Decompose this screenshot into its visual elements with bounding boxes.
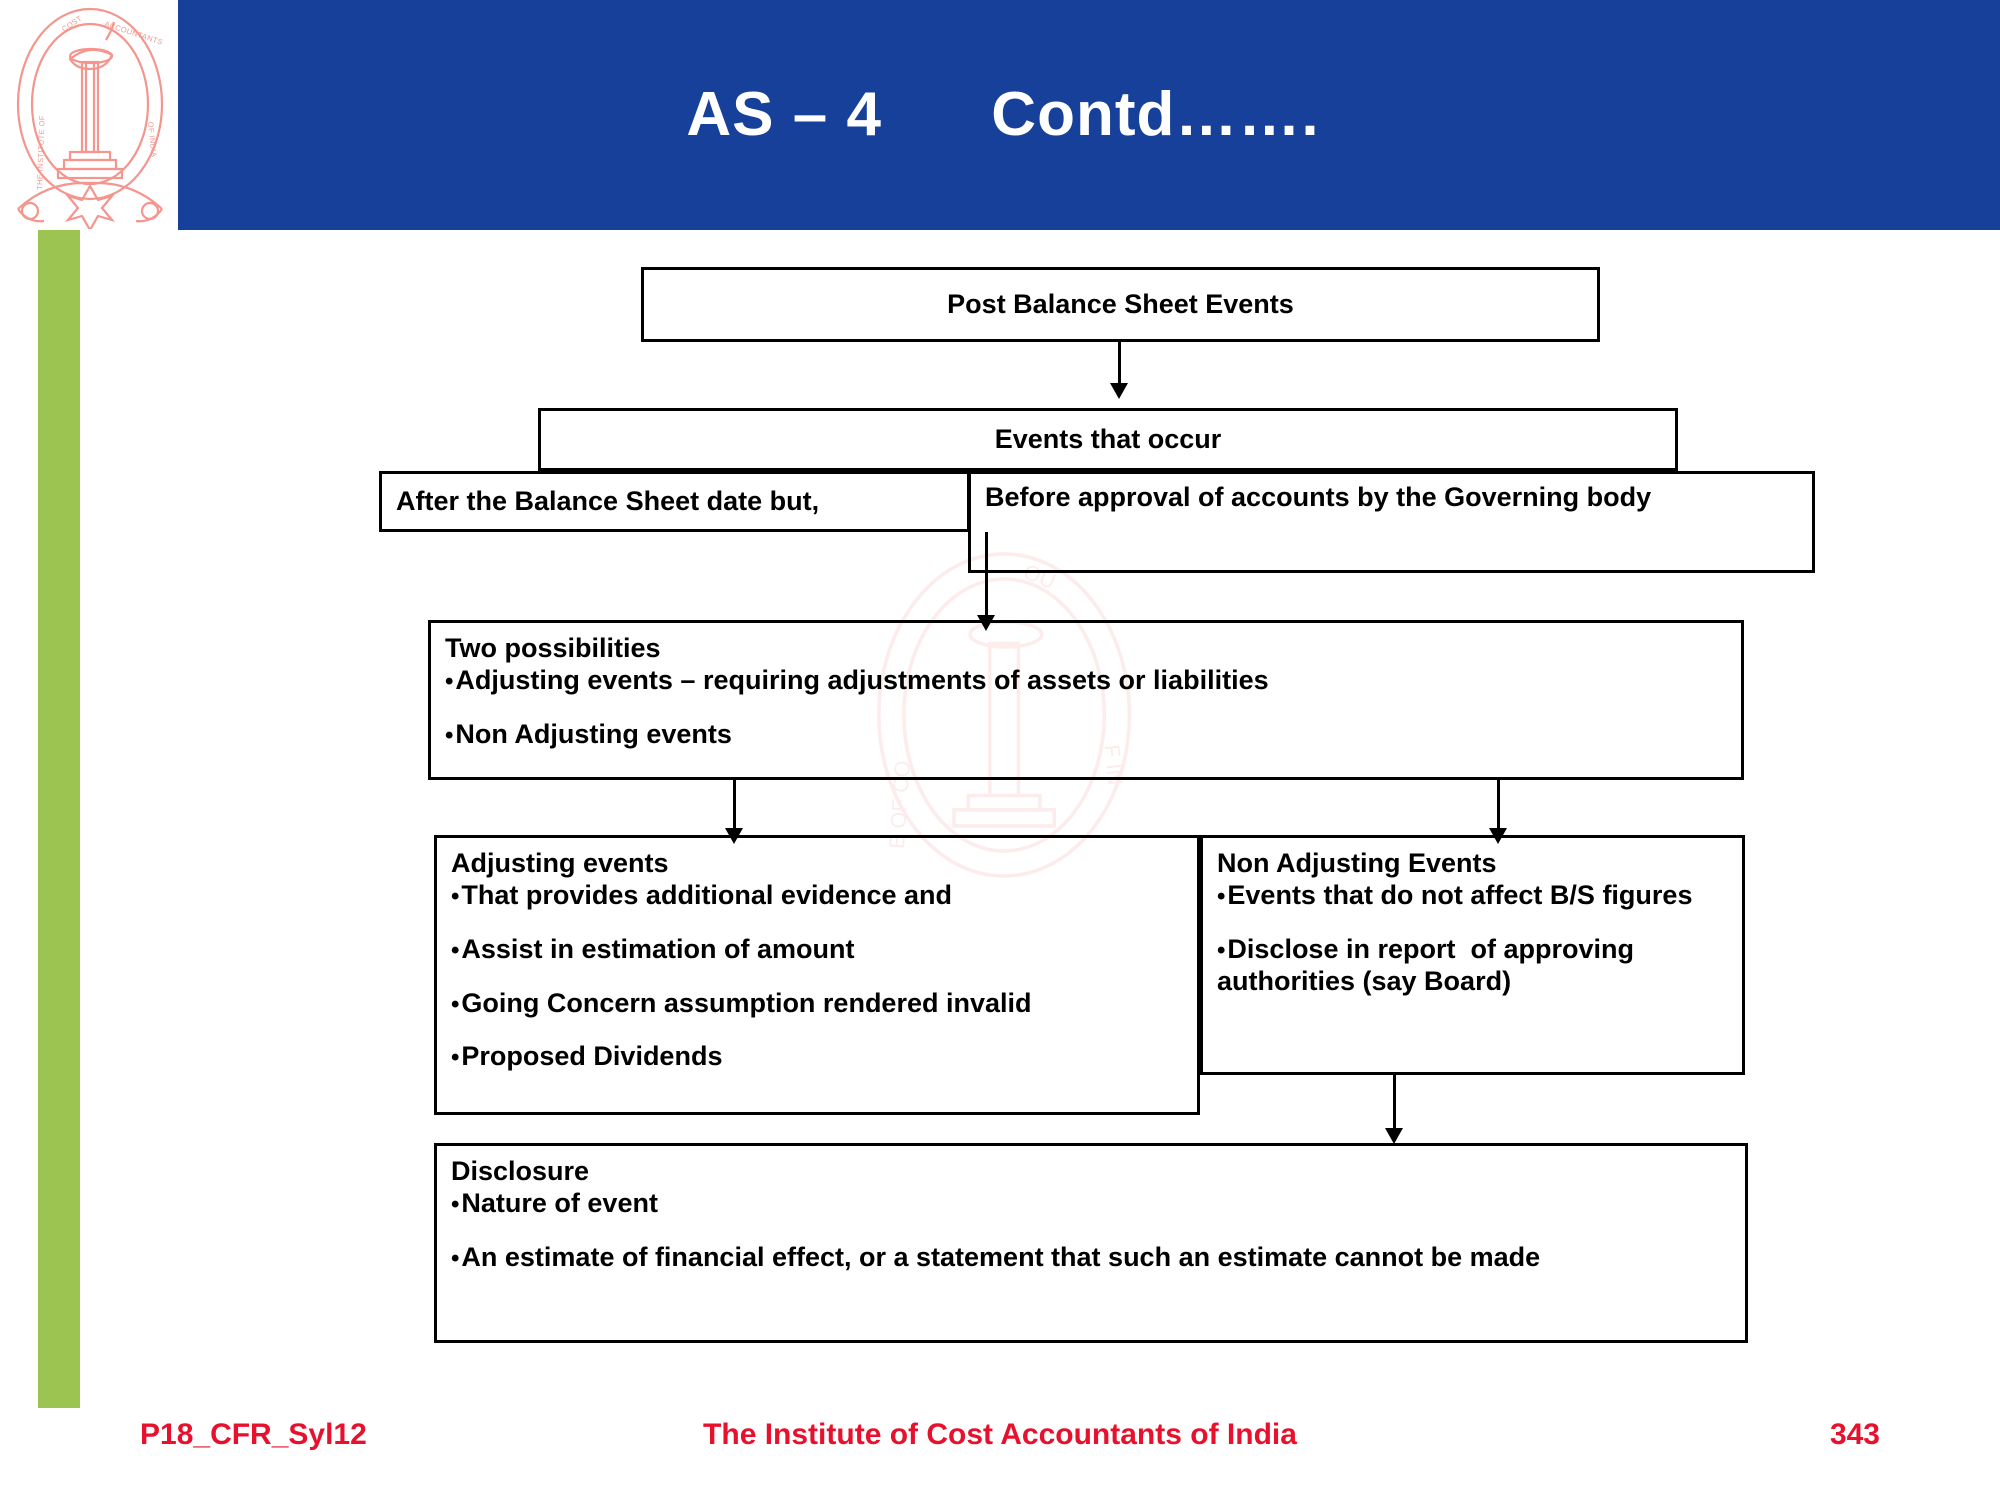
node-bullet: Assist in estimation of amount: [451, 934, 1183, 966]
node-label: Before approval of accounts by the Gover…: [985, 482, 1652, 512]
node-post-balance-sheet-events: Post Balance Sheet Events: [641, 267, 1600, 342]
node-label: Post Balance Sheet Events: [947, 289, 1294, 319]
node-events-that-occur: Events that occur: [538, 408, 1678, 471]
connector-to-adjusting-events: [733, 780, 736, 834]
node-bullet: That provides additional evidence and: [451, 880, 1183, 912]
icai-logo-icon: THE INSTITUTE OF COST ACCOUNTANTS OF IND…: [16, 7, 164, 229]
node-heading: Two possibilities: [445, 633, 661, 663]
left-accent-strip: [38, 230, 80, 1408]
svg-text:ACCOUNTANTS: ACCOUNTANTS: [103, 19, 164, 46]
node-bullet: Nature of event: [451, 1188, 1731, 1220]
footer-course-code: P18_CFR_Syl12: [140, 1418, 367, 1451]
node-non-adjusting-events: Non Adjusting Events Events that do not …: [1200, 835, 1745, 1075]
arrowhead-events-to-two-possibilities: [977, 615, 995, 631]
node-label: Events that occur: [994, 424, 1222, 454]
node-bullet: Non Adjusting events: [445, 719, 1727, 751]
connector-events-to-two-possibilities: [985, 532, 988, 621]
node-bullet: An estimate of financial effect, or a st…: [451, 1242, 1731, 1274]
node-heading: Disclosure: [451, 1156, 590, 1186]
node-heading: Non Adjusting Events: [1217, 848, 1497, 878]
svg-text:THE INSTITUTE OF: THE INSTITUTE OF: [35, 115, 47, 190]
connector-root-to-events: [1118, 342, 1121, 389]
svg-text:OF INDIA: OF INDIA: [146, 121, 159, 157]
logo-container: THE INSTITUTE OF COST ACCOUNTANTS OF IND…: [0, 0, 178, 230]
footer-institute: The Institute of Cost Accountants of Ind…: [703, 1418, 1297, 1451]
footer-page-number: 343: [1829, 1418, 1880, 1451]
node-bullet: Events that do not affect B/S figures: [1217, 880, 1728, 912]
node-bullet: Disclose in report of approving authorit…: [1217, 934, 1728, 998]
node-bullet: Going Concern assumption rendered invali…: [451, 988, 1183, 1020]
node-before-approval: Before approval of accounts by the Gover…: [968, 471, 1815, 573]
node-disclosure: Disclosure Nature of event An estimate o…: [434, 1143, 1748, 1343]
node-adjusting-events: Adjusting events That provides additiona…: [434, 835, 1200, 1115]
page-title: AS – 4 Contd…….: [686, 80, 1320, 149]
node-bullet: Adjusting events – requiring adjustments…: [445, 665, 1727, 697]
node-after-balance-sheet-date: After the Balance Sheet date but,: [379, 471, 970, 532]
header-band: [178, 0, 2000, 230]
node-label: After the Balance Sheet date but,: [396, 486, 820, 516]
node-two-possibilities: Two possibilities Adjusting events – req…: [428, 620, 1744, 780]
slide-footer: P18_CFR_Syl12 The Institute of Cost Acco…: [0, 1408, 2000, 1478]
node-heading: Adjusting events: [451, 848, 669, 878]
connector-to-disclosure: [1393, 1075, 1396, 1135]
arrowhead-root-to-events: [1110, 383, 1128, 399]
arrowhead-to-disclosure: [1385, 1128, 1403, 1144]
connector-to-non-adjusting-events: [1497, 780, 1500, 834]
node-bullet: Proposed Dividends: [451, 1041, 1183, 1073]
